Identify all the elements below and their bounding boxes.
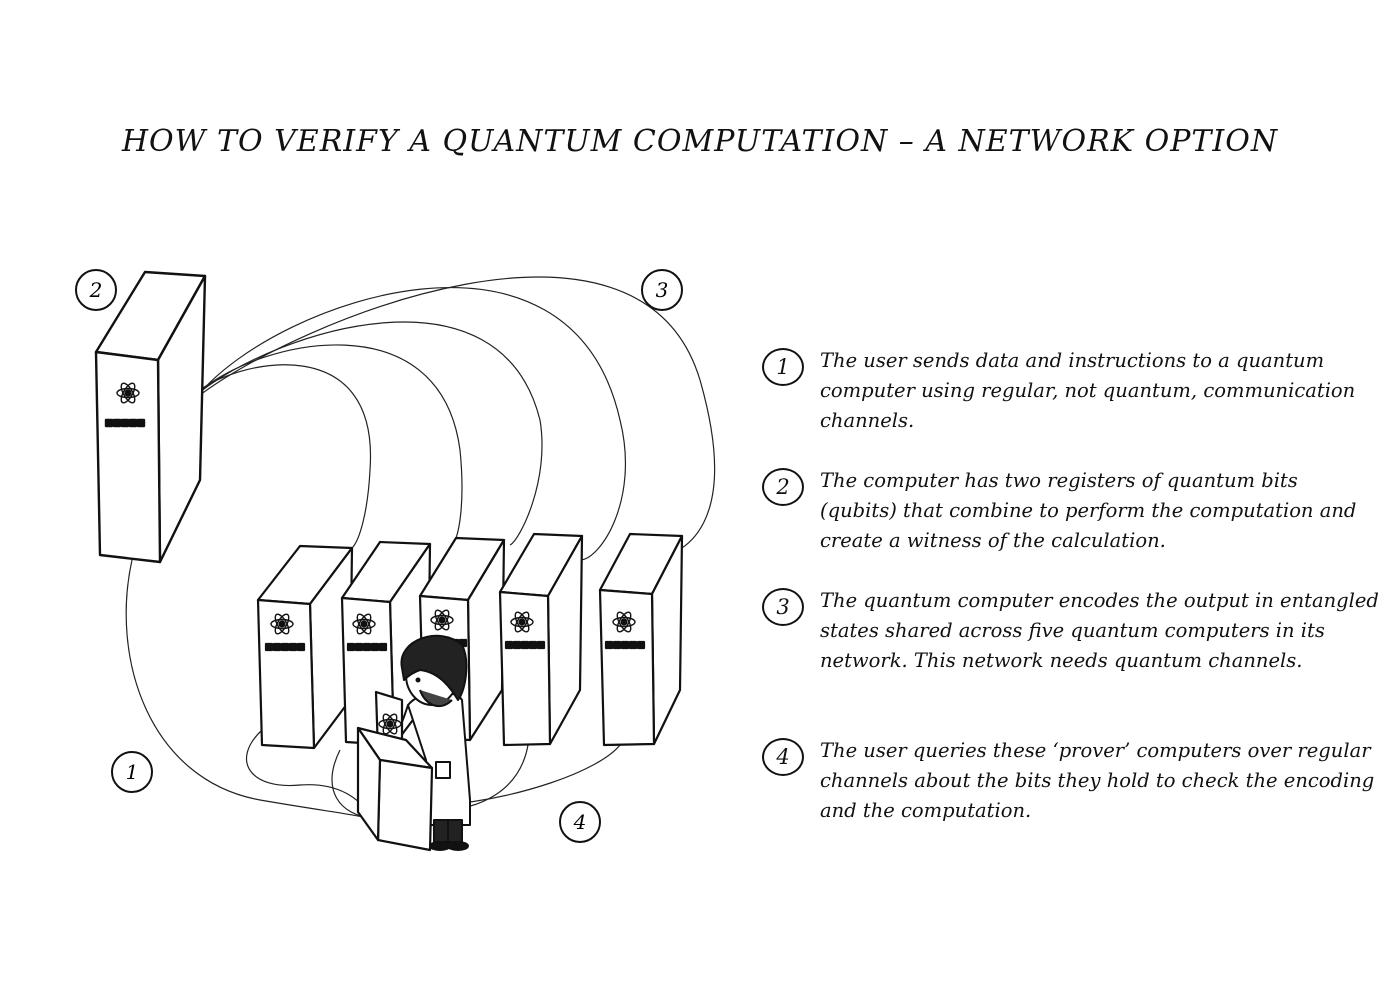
label-2: 2 [75, 269, 117, 311]
terminal-console [356, 690, 434, 852]
svg-text:2: 2 [89, 278, 103, 302]
svg-text:1: 1 [126, 760, 139, 784]
label-4: 4 [559, 801, 601, 843]
step-text: The quantum computer encodes the output … [820, 589, 1379, 672]
svg-text:4: 4 [573, 810, 587, 834]
prover-computer-1 [256, 544, 354, 750]
step-text: The computer has two registers of quantu… [820, 469, 1357, 552]
svg-text:3: 3 [656, 278, 669, 302]
prover-computer-5 [598, 532, 684, 747]
network-illustration: 2 3 1 4 [75, 269, 716, 852]
step-text: The user queries these ‘prover’ computer… [820, 739, 1375, 822]
step-number: 3 [762, 588, 804, 626]
page-title: HOW TO VERIFY A QUANTUM COMPUTATION – A … [121, 124, 1279, 159]
label-3: 3 [641, 269, 683, 311]
step-number: 2 [762, 468, 804, 506]
prover-computer-4 [498, 532, 584, 747]
label-1: 1 [111, 751, 153, 793]
main-quantum-computer [94, 270, 207, 564]
step-text: The user sends data and instructions to … [820, 349, 1356, 432]
step-number: 1 [762, 348, 804, 386]
scientist-figure [384, 635, 471, 851]
step-number: 4 [762, 738, 804, 776]
